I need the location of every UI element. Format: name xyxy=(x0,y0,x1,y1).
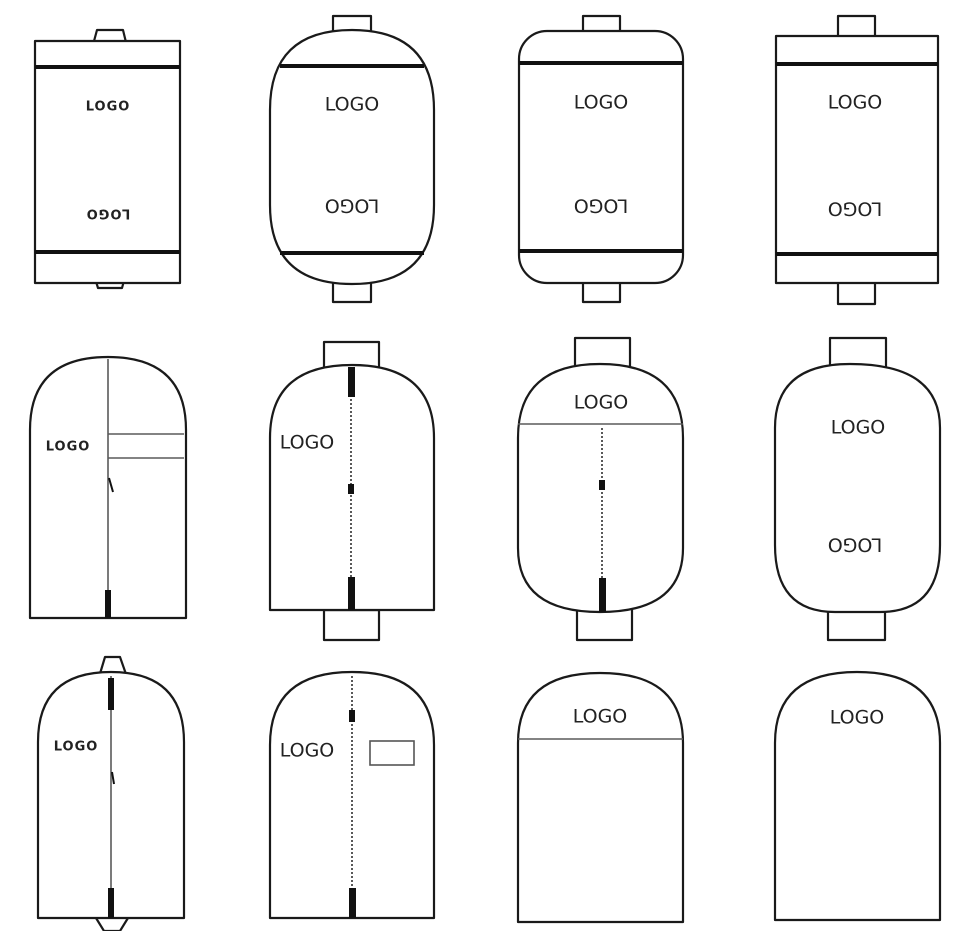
bag-2-oval: LOGO LOGO xyxy=(268,14,436,304)
logo-label-inverted: LOGO xyxy=(86,206,131,221)
logo-label: LOGO xyxy=(280,740,335,762)
logo-label: LOGO xyxy=(86,100,131,115)
window-panel xyxy=(369,740,415,766)
logo-label-inverted: LOGO xyxy=(828,198,883,220)
logo-label: LOGO xyxy=(828,92,883,114)
logo-label-inverted: LOGO xyxy=(828,534,883,556)
bag-7-oval-zip: LOGO xyxy=(516,336,685,642)
bag-3-rounded-rect: LOGO LOGO xyxy=(517,14,685,304)
logo-label: LOGO xyxy=(46,440,91,455)
logo-label: LOGO xyxy=(573,706,628,728)
bag-10-arch-window: LOGO xyxy=(268,670,436,920)
bag-1-rect-trapezoid: LOGO LOGO xyxy=(33,28,182,290)
bag-9-arch-hanger: LOGO xyxy=(36,655,186,931)
logo-label-inverted: LOGO xyxy=(325,195,380,217)
logo-label: LOGO xyxy=(831,417,886,439)
bag-6-arch-zip: LOGO xyxy=(268,340,436,642)
bag-11-arch-band: LOGO xyxy=(516,671,685,924)
logo-label: LOGO xyxy=(574,92,629,114)
bag-4-rect: LOGO LOGO xyxy=(774,14,940,306)
logo-label: LOGO xyxy=(54,740,99,755)
logo-label: LOGO xyxy=(574,392,629,414)
bag-12-arch-plain: LOGO xyxy=(773,670,942,922)
logo-label: LOGO xyxy=(830,707,885,729)
bag-5-arch-pocket: LOGO xyxy=(28,355,188,620)
logo-label: LOGO xyxy=(280,432,335,454)
logo-label: LOGO xyxy=(325,94,380,116)
bag-8-rounded: LOGO LOGO xyxy=(773,336,942,642)
logo-label-inverted: LOGO xyxy=(574,195,629,217)
